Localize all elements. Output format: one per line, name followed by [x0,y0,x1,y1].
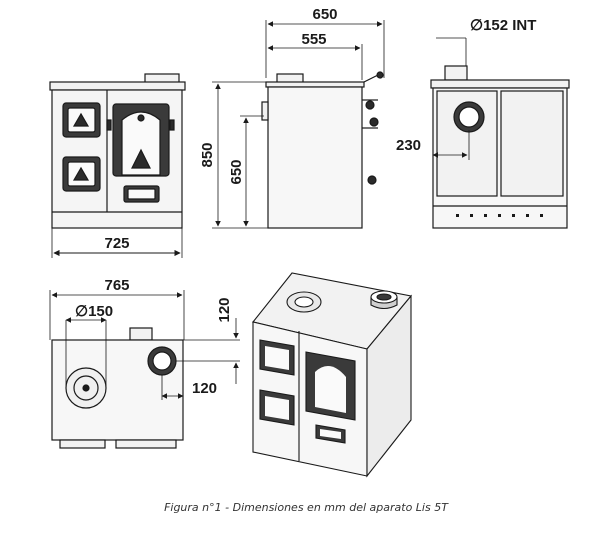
front-fire-door [112,103,170,177]
front-lower-door [62,156,101,192]
back-view [430,65,570,229]
dim-back [432,37,470,160]
label-side-depth-body: 555 [301,31,326,48]
figure-caption: Figura n°1 - Dimensiones en mm del apara… [164,501,449,514]
isometric-view [252,272,413,478]
label-flue-offset-side: 120 [192,380,217,397]
dim-top [49,290,240,400]
label-flue-diameter: ∅152 INT [470,17,536,34]
front-ash-drawer [123,185,160,203]
label-side-depth-total: 650 [312,6,337,23]
label-back-offset: 230 [396,137,421,154]
dim-front-width [51,228,183,258]
label-height-flue: 650 [228,159,245,184]
label-flue-offset-top: 120 [216,297,233,322]
front-upper-door [62,102,101,138]
label-hob-diameter: ∅150 [75,303,113,320]
dim-side-depths [265,20,385,80]
label-front-width: 725 [104,235,129,252]
label-height-total: 850 [199,142,216,167]
side-view [261,71,384,229]
front-view [49,73,186,229]
top-view [51,327,184,449]
label-top-width: 765 [104,277,129,294]
dim-heights [212,81,268,229]
